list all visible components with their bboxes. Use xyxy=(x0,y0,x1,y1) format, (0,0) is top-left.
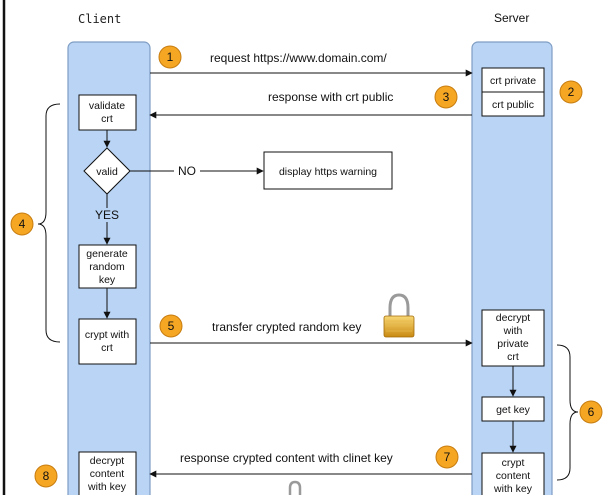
client-brace xyxy=(37,103,61,343)
validate-line1: validate xyxy=(89,100,125,112)
server-crypt-content-box: crypt content with key xyxy=(481,452,545,495)
validate-line2: crt xyxy=(101,113,113,125)
step-badge-2-label: 2 xyxy=(568,85,575,99)
server-decrypt-line2: with xyxy=(503,325,523,337)
server-brace xyxy=(556,344,579,481)
step-badge-3-label: 3 xyxy=(443,90,450,104)
server-decrypt-line4: crt xyxy=(507,351,519,363)
message-request: request https://www.domain.com/ xyxy=(210,51,387,65)
https-warning-label: display https warning xyxy=(279,166,377,178)
client-lane-title: Client xyxy=(78,12,121,26)
padlock-icon-partial xyxy=(288,480,302,495)
padlock-icon xyxy=(383,293,415,338)
step-badge-1: 1 xyxy=(158,45,182,69)
server-lane xyxy=(471,41,553,495)
client-decrypt-line3: with key xyxy=(87,481,127,493)
client-decrypt-line2: content xyxy=(90,468,125,480)
client-crypt-line1: crypt with xyxy=(85,329,130,341)
server-crypt-line3: with key xyxy=(493,483,533,495)
step-badge-1-label: 1 xyxy=(167,50,174,64)
step-badge-8-label: 8 xyxy=(43,469,50,483)
server-getkey-label: get key xyxy=(496,404,531,416)
step-badge-2: 2 xyxy=(559,80,583,104)
server-lane-title: Server xyxy=(494,11,529,25)
client-validate-box: validate crt xyxy=(78,94,137,131)
message-response-content: response crypted content with clinet key xyxy=(180,451,393,465)
step-badge-5: 5 xyxy=(159,314,183,338)
server-crt-box: crt private crt public xyxy=(481,67,545,117)
valid-label: valid xyxy=(96,166,118,178)
client-generate-key-box: generate random key xyxy=(78,244,137,289)
step-badge-6: 6 xyxy=(579,400,603,424)
crt-private-label: crt private xyxy=(490,75,536,87)
message-transfer-key: transfer crypted random key xyxy=(212,320,361,334)
server-getkey-box: get key xyxy=(481,396,545,422)
message-response-crt: response with crt public xyxy=(268,90,393,104)
server-decrypt-line1: decrypt xyxy=(496,312,531,324)
server-crypt-line1: crypt xyxy=(502,457,525,469)
server-crypt-line2: content xyxy=(496,470,531,482)
no-label: NO xyxy=(178,164,196,178)
https-warning-box: display https warning xyxy=(263,151,393,190)
step-badge-7-label: 7 xyxy=(444,450,451,464)
yes-label: YES xyxy=(95,208,119,222)
step-badge-8: 8 xyxy=(34,464,58,488)
client-decrypt-line1: decrypt xyxy=(90,455,125,467)
crt-public-label: crt public xyxy=(492,99,534,111)
step-badge-3: 3 xyxy=(434,85,458,109)
step-badge-7: 7 xyxy=(435,445,459,469)
server-decrypt-line3: private xyxy=(497,338,529,350)
client-crypt-box: crypt with crt xyxy=(78,318,137,365)
server-decrypt-box: decrypt with private crt xyxy=(481,309,545,367)
generate-line3: key xyxy=(99,274,116,286)
step-badge-6-label: 6 xyxy=(588,405,595,419)
client-decrypt-box: decrypt content with key xyxy=(78,451,137,495)
step-badge-5-label: 5 xyxy=(168,319,175,333)
client-crypt-line2: crt xyxy=(101,342,113,354)
step-badge-4: 4 xyxy=(10,212,34,236)
generate-line1: generate xyxy=(86,248,128,260)
step-badge-4-label: 4 xyxy=(19,217,26,231)
generate-line2: random xyxy=(89,261,125,273)
